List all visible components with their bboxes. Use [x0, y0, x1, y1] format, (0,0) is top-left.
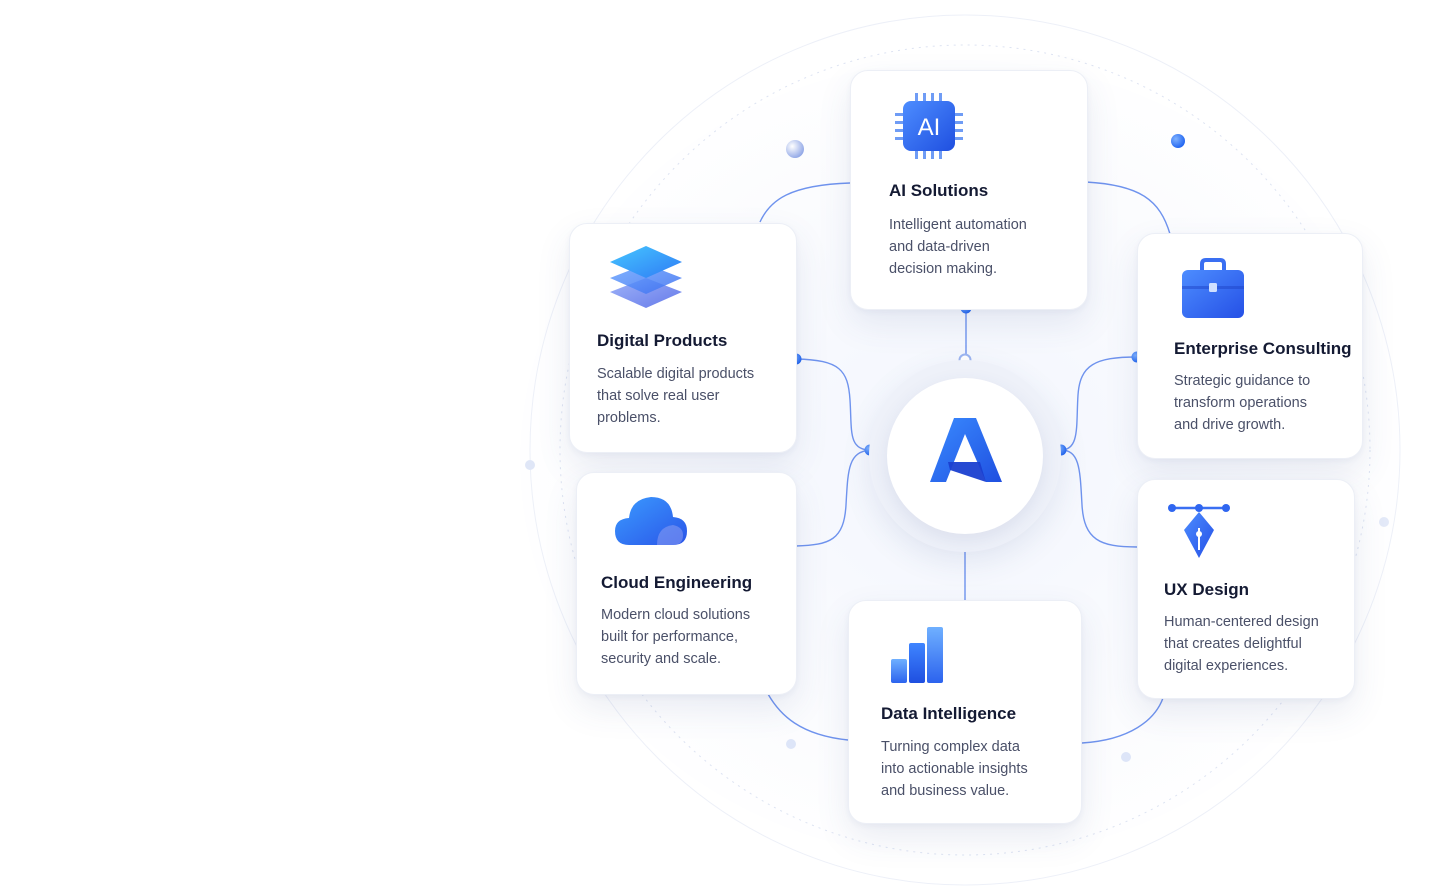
- ai-chip-icon: AI: [895, 93, 963, 159]
- card-title: Cloud Engineering: [601, 573, 753, 592]
- connector-enterprise: [1060, 356, 1138, 451]
- service-card-data-intelligence[interactable]: Data Intelligence Turning complex data i…: [848, 600, 1082, 824]
- connector-cloud: [795, 449, 871, 547]
- service-card-enterprise-consulting[interactable]: Enterprise Consulting Strategic guidance…: [1137, 233, 1363, 459]
- card-title: UX Design: [1164, 580, 1250, 599]
- arc-data-right: [1081, 697, 1164, 744]
- cloud-icon: [615, 497, 687, 545]
- card-description: Strategic guidance to transform operatio…: [1174, 373, 1311, 433]
- floating-orb: [1171, 134, 1185, 148]
- service-card-digital-products[interactable]: Digital Products Scalable digital produc…: [569, 223, 797, 453]
- card-description: Turning complex data into actionable ins…: [881, 739, 1028, 799]
- floating-orb: [1379, 517, 1389, 527]
- service-card-cloud-engineering[interactable]: Cloud Engineering Modern cloud solutions…: [576, 472, 797, 695]
- service-card-ai[interactable]: AI AI Solutions Intelligent automation a…: [850, 70, 1088, 310]
- a-logo-icon: [930, 418, 1002, 482]
- outer-orbit-2: [529, 14, 1401, 886]
- card-description: Human-centered design that creates delig…: [1164, 614, 1319, 674]
- hub-core: [887, 378, 1043, 534]
- arc-ai-left: [759, 182, 851, 223]
- card-title: Enterprise Consulting: [1174, 339, 1352, 358]
- card-description: Modern cloud solutions built for perform…: [601, 607, 751, 667]
- svg-text:AI: AI: [918, 114, 941, 141]
- bar-chart-icon: [891, 627, 943, 683]
- outer-orbit: [559, 44, 1371, 856]
- card-description: Scalable digital products that solve rea…: [597, 366, 755, 426]
- layers-icon: [610, 246, 682, 308]
- card-title: Digital Products: [597, 331, 728, 350]
- briefcase-icon: [1182, 258, 1244, 318]
- floating-orb: [525, 460, 535, 470]
- card-description: Intelligent automation and data-driven d…: [889, 217, 1027, 277]
- floating-orb: [1121, 752, 1131, 762]
- arc-data-left: [767, 693, 849, 741]
- floating-orb: [786, 140, 804, 158]
- connector-digital: [795, 358, 871, 451]
- card-title: Data Intelligence: [881, 704, 1017, 723]
- service-card-ux-design[interactable]: UX Design Human-centered design that cre…: [1137, 479, 1355, 699]
- arc-ai-right: [1085, 181, 1171, 235]
- floating-orb: [786, 739, 796, 749]
- pen-tool-icon: [1168, 504, 1230, 558]
- connector-ux: [1060, 449, 1138, 548]
- card-title: AI Solutions: [889, 181, 989, 200]
